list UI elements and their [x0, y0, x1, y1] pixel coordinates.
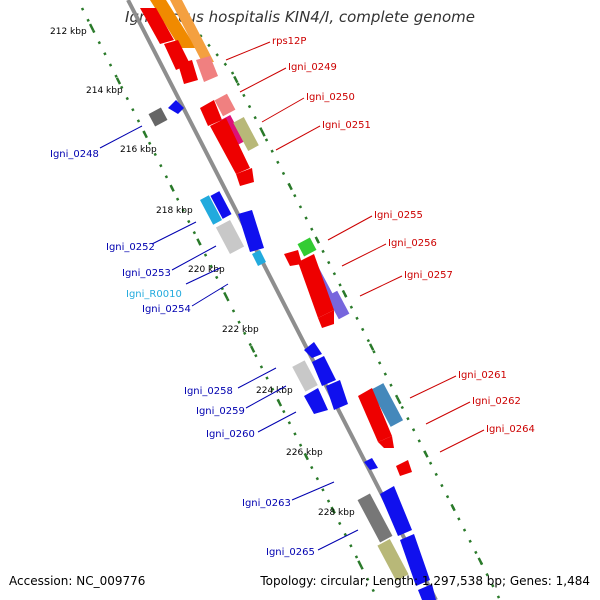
tick-label: 214 kbp [86, 86, 123, 96]
gene-pink-rps12P [196, 56, 218, 82]
gene-blue-k [326, 380, 348, 410]
gene-label: Igni_0249 [288, 62, 337, 73]
forward-gene-labels: rps12P Igni_0249 Igni_0250 Igni_0251 Ign… [272, 36, 535, 435]
gene-label: Igni_0256 [388, 238, 437, 249]
gene-igni-0254 [238, 210, 264, 252]
gene-blue-o [418, 584, 436, 600]
tick-label: 216 kbp [120, 145, 157, 155]
gene-igni-0252 [200, 195, 222, 225]
gene-label: Igni_0251 [322, 120, 371, 131]
gene-igni-0255 [297, 237, 317, 257]
gene-red-h [298, 254, 334, 318]
gene-igni-0253 [215, 220, 245, 254]
gene-igni-0258 [292, 360, 318, 392]
gene-label: Igni_0257 [404, 270, 453, 281]
gene-label: Igni_0252 [106, 242, 155, 253]
gene-block-0252-0254 [200, 191, 266, 266]
tick-label: 228 kbp [318, 508, 355, 518]
gene-label: Igni_0254 [142, 304, 191, 315]
gene-igni-0263b [380, 486, 412, 536]
gene-igni-0257 [326, 290, 350, 320]
gene-red-l [396, 460, 412, 476]
gene-igni-0265 [377, 539, 409, 581]
gene-block-top [140, 0, 218, 84]
tick-label: 218 kbp [156, 206, 193, 216]
tick-label: 212 kbp [50, 27, 87, 37]
tick-label: 226 kbp [286, 448, 323, 458]
gene-blue-m [364, 458, 378, 470]
forward-leaders [225, 41, 485, 453]
gene-igni-0248-arrow [168, 100, 184, 114]
gene-label: Igni_R0010 [126, 289, 182, 300]
gene-igni-0262-head [378, 436, 394, 448]
gene-orange-2 [170, 0, 214, 62]
topology-text: Topology: circular; Length: 1,297,538 bp… [260, 574, 590, 588]
gene-igni-0260 [304, 388, 328, 414]
gene-block-0258-0260 [292, 342, 348, 414]
gene-rna-r0010 [252, 250, 266, 266]
gene-block-0255-0257 [284, 237, 350, 328]
gene-igni-0259 [312, 356, 336, 386]
gene-label: Igni_0265 [266, 547, 315, 558]
accession-text: Accession: NC_009776 [9, 574, 146, 588]
gene-igni-0263 [357, 493, 393, 543]
gene-label: rps12P [272, 36, 306, 47]
gene-igni-0262 [358, 388, 392, 442]
gene-label: Igni_0248 [50, 149, 99, 160]
gene-label: Igni_0258 [184, 386, 233, 397]
gene-red-g [284, 250, 302, 266]
gene-blue-n [400, 534, 430, 586]
tick-label: 220 kbp [188, 265, 225, 275]
gene-red-e [210, 118, 250, 174]
gene-red-f [236, 168, 254, 186]
gene-red-i [318, 310, 334, 328]
gene-label: Igni_0259 [196, 406, 245, 417]
gene-red-a [140, 8, 174, 44]
gene-label: Igni_0264 [486, 424, 535, 435]
gene-label: Igni_0253 [122, 268, 171, 279]
forward-gene-track [230, 71, 502, 600]
tick-label: 222 kbp [222, 325, 259, 335]
gene-label: Igni_0260 [206, 429, 255, 440]
reverse-leaders [99, 125, 359, 551]
gene-orange-1 [150, 0, 196, 48]
gene-igni-0248 [148, 107, 168, 127]
gene-igni-0252b [210, 191, 232, 219]
gene-label: Igni_0261 [458, 370, 507, 381]
scale-tick-labels: 212 kbp 214 kbp 216 kbp 218 kbp 220 kbp … [50, 27, 355, 518]
gene-label: Igni_0263 [242, 498, 291, 509]
gene-red-d [200, 100, 222, 126]
gene-igni-0251 [233, 117, 259, 151]
tick-label: 224 kbp [256, 386, 293, 396]
gene-label: Igni_0255 [374, 210, 423, 221]
gene-block-0249-0251 [200, 93, 259, 186]
gene-label: Igni_0262 [472, 396, 521, 407]
gene-blue-j [304, 342, 322, 358]
map-title: Ignicoccus hospitalis KIN4/I, complete g… [125, 8, 475, 26]
gene-block-0261-0264 [358, 383, 412, 476]
gene-igni-0261 [370, 383, 404, 427]
scale-track [80, 7, 380, 600]
gene-label: Igni_0250 [306, 92, 355, 103]
gene-red-c [178, 60, 198, 84]
gene-block-0263-0265 [357, 486, 436, 600]
reverse-gene-labels: Igni_0248 Igni_0252 Igni_0253 Igni_R0010… [50, 149, 315, 558]
gene-igni-0249 [214, 93, 236, 117]
